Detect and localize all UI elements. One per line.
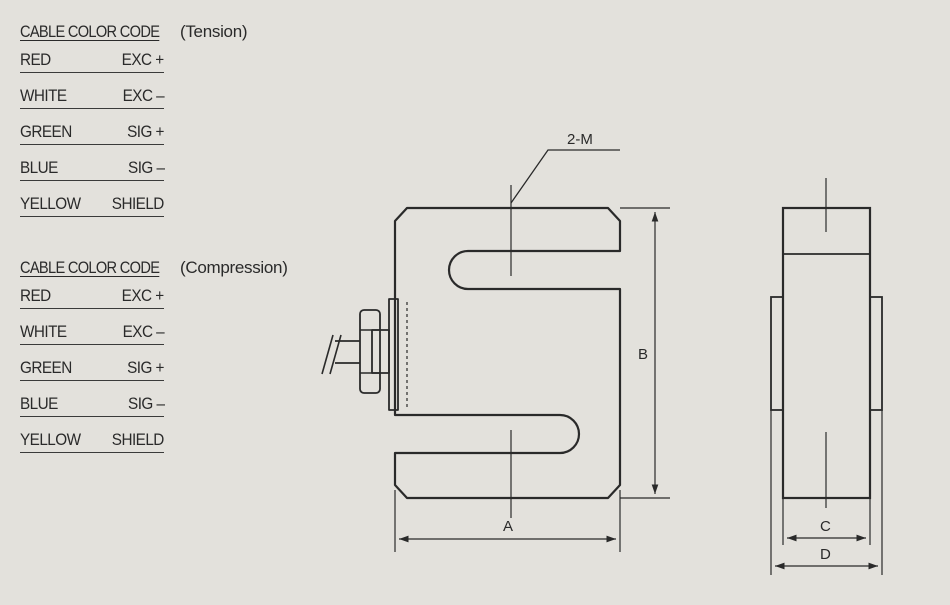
cable-break-mark [321,334,334,375]
wire-color: YELLOW [20,430,81,449]
wire-color: YELLOW [20,194,81,213]
tension-mode-label: (Tension) [180,22,248,41]
compression-row-green: GREEN SIG + [20,345,165,381]
tension-title: CABLE COLOR CODE (Tension) [20,22,320,48]
side-view [770,178,883,508]
dim-c-label: C [820,518,831,535]
tension-row-blue: BLUE SIG – [20,145,165,181]
compression-row-blue: BLUE SIG – [20,381,165,417]
wire-color: RED [20,50,51,69]
compression-header: CABLE COLOR CODE [20,258,160,277]
cable-break-mark [329,334,342,375]
thread-callout: 2-M [510,131,620,204]
cable-gland-body [359,309,381,394]
tension-row-red: RED EXC + [20,48,165,73]
wire-color: BLUE [20,394,58,413]
leader-line [510,149,620,204]
s-body-outline [393,206,622,500]
dim-a-label: A [503,518,513,535]
tension-header: CABLE COLOR CODE [20,22,160,41]
wire-color: WHITE [20,86,67,105]
wire-function: SIG + [127,358,164,377]
dimension-a [394,490,621,552]
wire-color: GREEN [20,122,72,141]
gauge-cover-plate [388,298,399,411]
wire-function: EXC + [122,286,164,305]
wire-function: SIG + [127,122,164,141]
dim-b-label: B [638,346,648,363]
dim-d-label: D [820,546,831,563]
right-cover-plate [869,296,883,411]
dimension-c [782,498,871,545]
wire-function: SIG – [127,394,165,413]
wire-function: SIG – [127,158,165,177]
tension-row-white: WHITE EXC – [20,73,165,109]
front-view [321,185,622,518]
dimension-d [770,410,883,575]
wire-color: RED [20,286,51,305]
compression-row-white: WHITE EXC – [20,309,165,345]
wire-function: SHIELD [111,430,165,449]
wire-color: GREEN [20,358,72,377]
compression-row-red: RED EXC + [20,284,165,309]
wire-color: WHITE [20,322,67,341]
dimension-b [620,207,670,499]
compression-row-yellow: YELLOW SHIELD [20,417,165,453]
thread-label: 2-M [567,131,593,148]
wire-function: EXC – [122,86,164,105]
wire-function: EXC – [122,322,164,341]
tension-row-green: GREEN SIG + [20,109,165,145]
left-cover-plate [770,296,784,411]
tension-color-code-table: CABLE COLOR CODE (Tension) RED EXC + WHI… [20,22,320,217]
compression-title: CABLE COLOR CODE (Compression) [20,258,320,284]
compression-color-code-table: CABLE COLOR CODE (Compression) RED EXC +… [20,258,320,453]
wire-function: SHIELD [111,194,165,213]
wire-color: BLUE [20,158,58,177]
tension-row-yellow: YELLOW SHIELD [20,181,165,217]
wire-function: EXC + [122,50,164,69]
compression-mode-label: (Compression) [180,258,288,277]
